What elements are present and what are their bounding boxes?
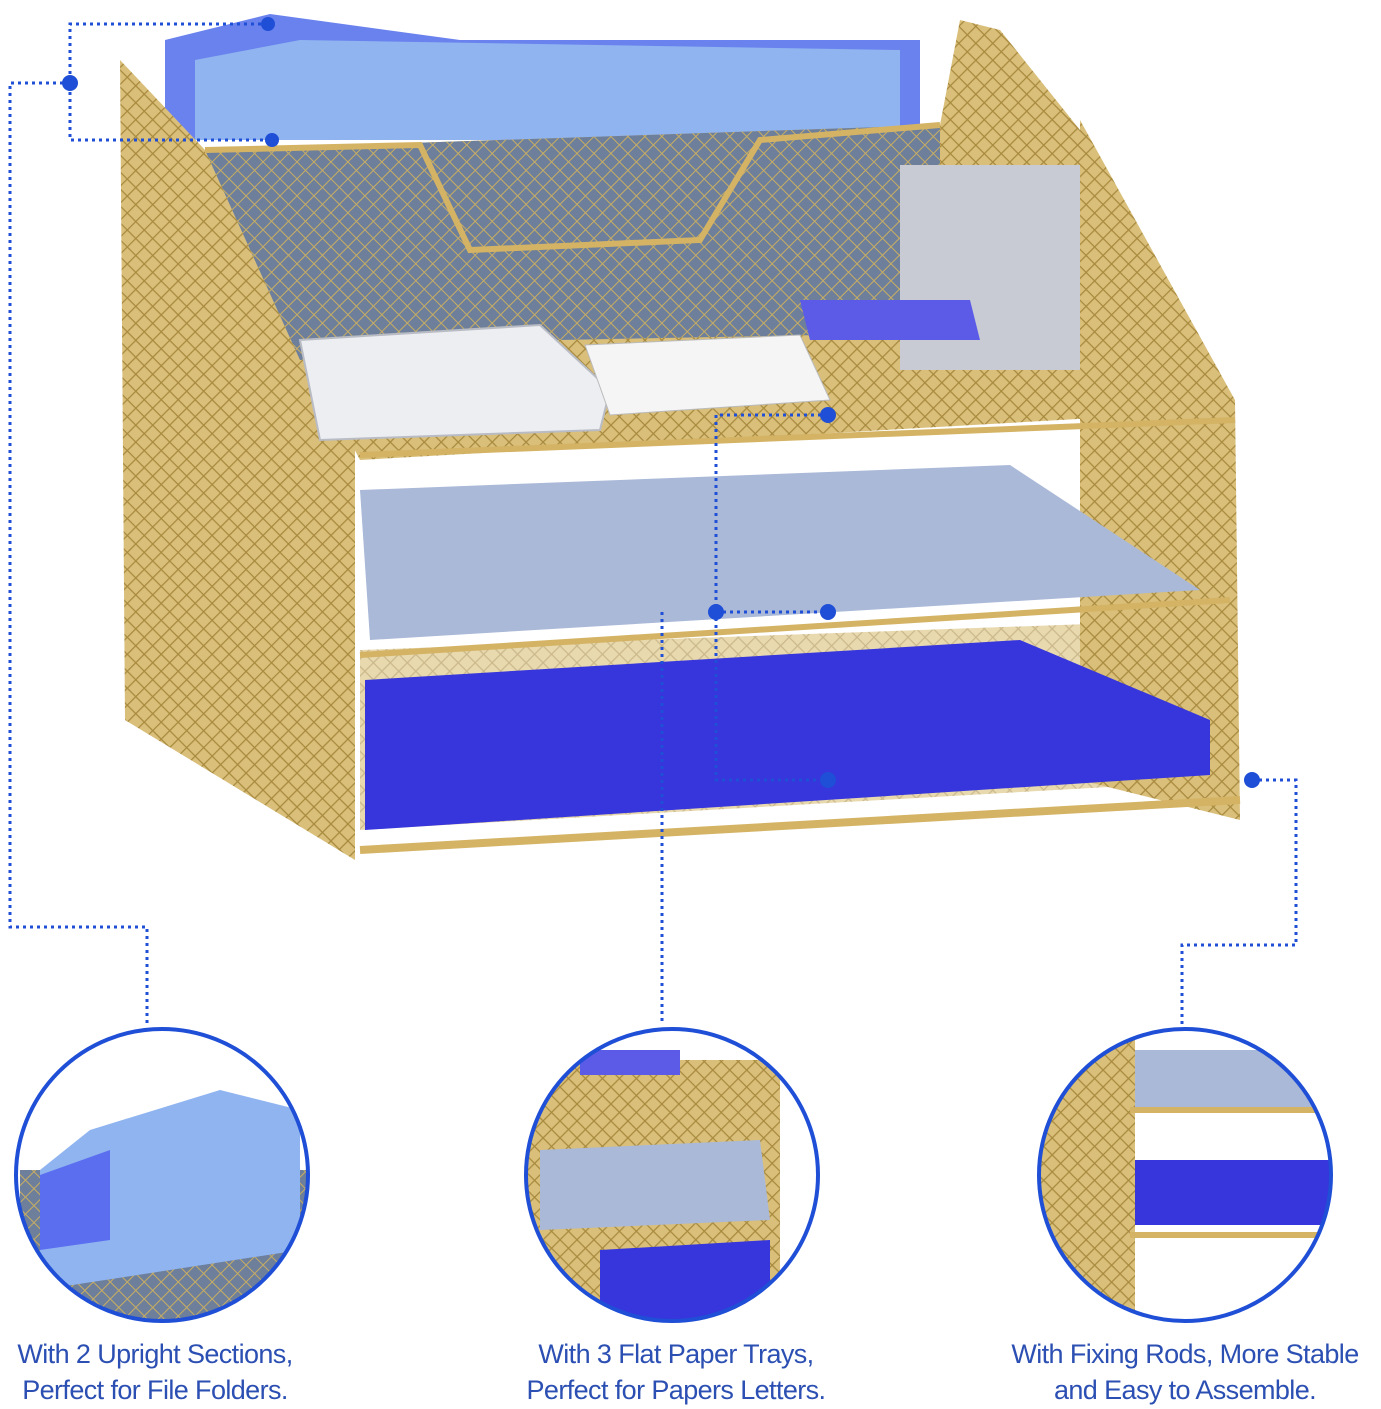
desk-organizer <box>120 14 1241 860</box>
notepad <box>584 334 831 416</box>
caption-line-1: With Fixing Rods, More Stable <box>1011 1339 1359 1369</box>
feature-caption-upright-sections: With 2 Upright Sections, Perfect for Fil… <box>0 1336 385 1408</box>
detail-flat-trays <box>524 1027 820 1323</box>
callout-dots <box>62 17 1260 788</box>
caption-line-1: With 3 Flat Paper Trays, <box>538 1339 814 1369</box>
caption-line-1: With 2 Upright Sections, <box>17 1339 293 1369</box>
back-mesh <box>205 125 940 360</box>
detail-upright-sections <box>14 1027 310 1323</box>
calculator <box>298 323 612 442</box>
detail-fixing-rods <box>1037 1027 1333 1323</box>
tablet-and-notebook <box>360 465 1200 640</box>
caption-line-2: Perfect for Papers Letters. <box>526 1375 827 1405</box>
feature-caption-flat-trays: With 3 Flat Paper Trays, Perfect for Pap… <box>446 1336 906 1408</box>
feature-caption-fixing-rods: With Fixing Rods, More Stable and Easy t… <box>955 1336 1381 1408</box>
caption-line-2: Perfect for File Folders. <box>22 1375 288 1405</box>
stapler <box>800 300 980 340</box>
blue-paper-stack <box>365 640 1210 830</box>
caption-line-2: and Easy to Assemble. <box>1053 1375 1317 1405</box>
callout-lines <box>8 22 1298 1025</box>
